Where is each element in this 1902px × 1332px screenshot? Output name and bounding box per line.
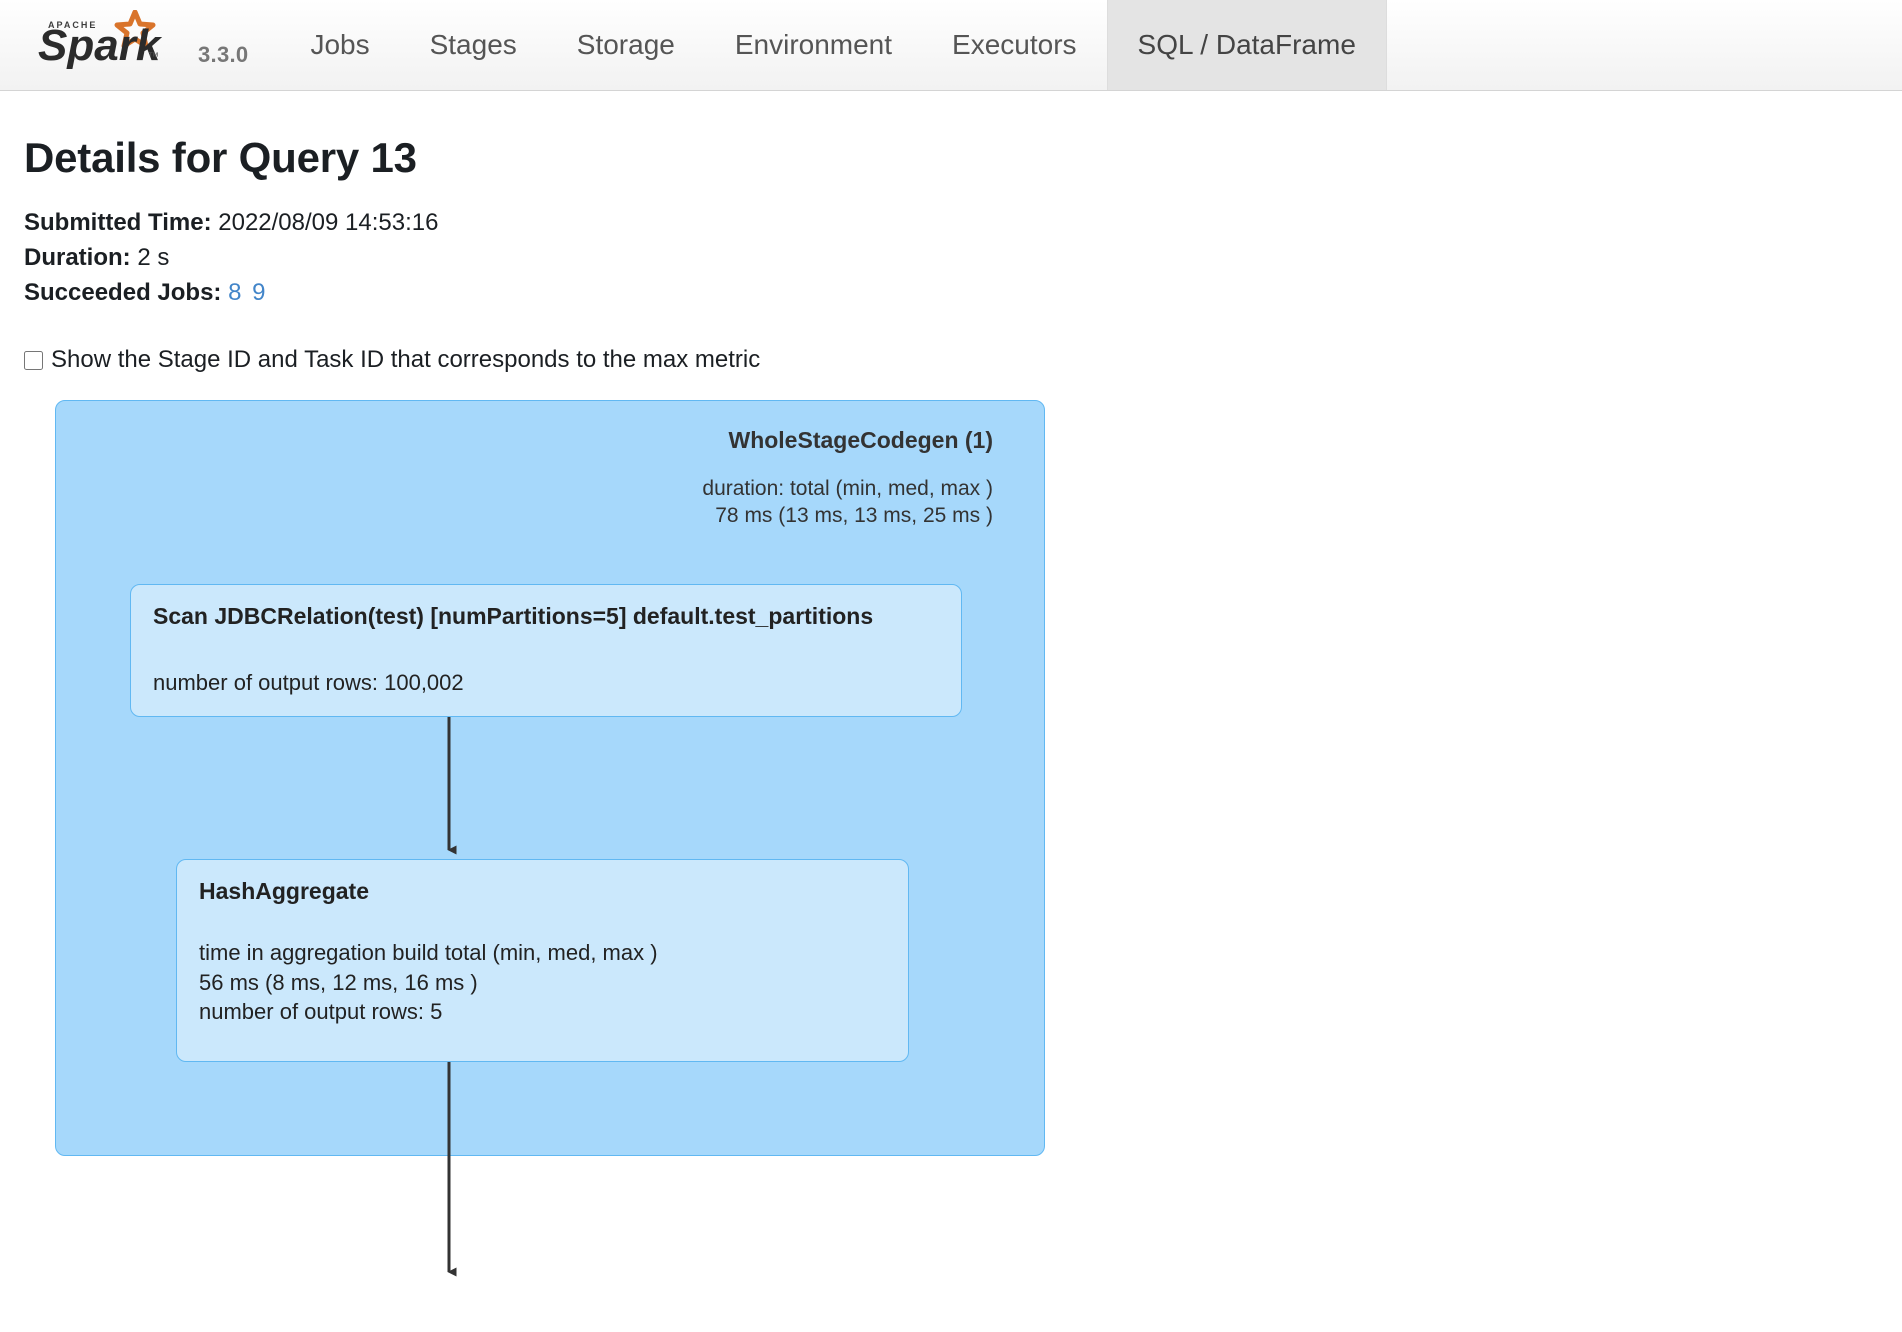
query-metadata: Submitted Time: 2022/08/09 14:53:16 Dura… [24,206,1878,310]
show-stage-task-id-checkbox[interactable] [24,350,43,370]
svg-text:APACHE: APACHE [48,20,97,30]
show-stage-task-id-row[interactable]: Show the Stage ID and Task ID that corre… [24,346,1878,374]
succeeded-job-link-8[interactable]: 8 [228,278,242,306]
nav-tab-list: Jobs Stages Storage Environment Executor… [280,0,1387,90]
plan-node-scan-title: Scan JDBCRelation(test) [numPartitions=5… [153,603,874,630]
plan-node-hashaggregate[interactable]: HashAggregate time in aggregation build … [176,859,909,1063]
nav-tab-sql-dataframe[interactable]: SQL / DataFrame [1106,0,1387,90]
plan-node-hashaggregate-metric-2: number of output rows: 5 [199,998,443,1024]
submitted-time-value: 2022/08/09 14:53:16 [218,209,439,236]
nav-tab-jobs[interactable]: Jobs [310,28,370,60]
sql-plan-graph: WholeStageCodegen (1) duration: total (m… [24,400,1124,1280]
succeeded-jobs-row: Succeeded Jobs: 8 9 [24,276,1878,311]
submitted-time-row: Submitted Time: 2022/08/09 14:53:16 [24,206,1878,241]
spark-brand-link[interactable]: APACHE Spark ™ 3.3.0 [0,0,248,90]
succeeded-job-link-9[interactable]: 9 [252,278,266,306]
cluster-metric-value: 78 ms (13 ms, 13 ms, 25 ms ) [715,504,993,528]
duration-row: Duration: 2 s [24,241,1878,276]
svg-text:™: ™ [148,51,159,63]
plan-node-hashaggregate-metric-0: time in aggregation build total (min, me… [199,940,658,966]
nav-tab-stages[interactable]: Stages [429,28,517,60]
duration-value: 2 s [137,243,170,271]
cluster-title: WholeStageCodegen (1) [728,427,993,454]
succeeded-jobs-label: Succeeded Jobs: [24,278,222,306]
top-navbar: APACHE Spark ™ 3.3.0 Jobs Stages Storage… [0,0,1902,91]
show-stage-task-id-label: Show the Stage ID and Task ID that corre… [51,346,761,374]
plan-node-scan[interactable]: Scan JDBCRelation(test) [numPartitions=5… [130,584,962,718]
nav-tab-environment[interactable]: Environment [734,28,893,60]
plan-node-hashaggregate-metric-1: 56 ms (8 ms, 12 ms, 16 ms ) [199,969,478,995]
spark-version: 3.3.0 [198,42,249,67]
cluster-metric-label: duration: total (min, med, max ) [702,477,993,501]
submitted-time-label: Submitted Time: [24,209,212,236]
nav-tab-executors[interactable]: Executors [952,28,1077,60]
plan-node-scan-metric-0: number of output rows: 100,002 [153,670,464,696]
page-title: Details for Query 13 [24,134,417,181]
plan-node-hashaggregate-title: HashAggregate [199,878,369,905]
page-content: Details for Query 13 Submitted Time: 202… [0,134,1902,1280]
svg-text:Spark: Spark [38,21,163,70]
cluster-label: WholeStageCodegen (1) duration: total (m… [702,427,993,530]
duration-label: Duration: [24,243,131,271]
nav-tab-storage[interactable]: Storage [576,28,675,60]
spark-logo: APACHE Spark ™ [30,10,190,74]
